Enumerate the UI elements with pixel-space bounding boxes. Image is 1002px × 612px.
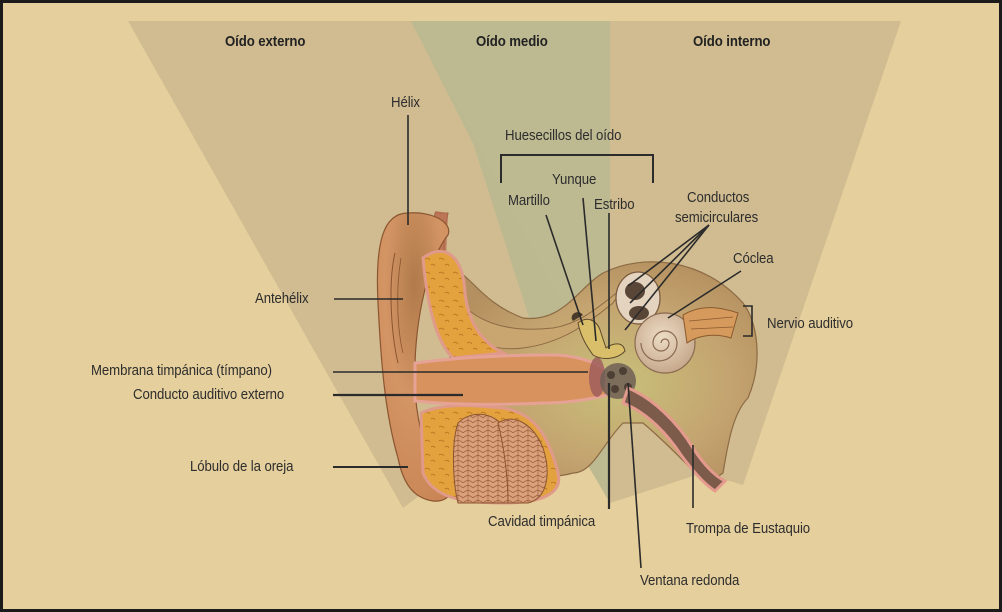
diagram-canvas: [128, 21, 901, 569]
section-header-inner-ear: Oído interno: [693, 33, 771, 50]
label-round-window: Ventana redonda: [640, 572, 740, 589]
ossicles: [577, 318, 626, 359]
ear-canal: [413, 353, 610, 406]
label-ossicles: Huesecillos del oído: [505, 127, 622, 144]
label-ear-canal: Conducto auditivo externo: [133, 386, 285, 403]
label-cochlea: Cóclea: [733, 250, 774, 267]
leader-lines: [333, 115, 753, 569]
label-earlobe: Lóbulo de la oreja: [190, 458, 294, 475]
cartilage-upper: [421, 249, 509, 360]
cochlea: [634, 312, 696, 374]
eustachian-tube-shape: [621, 386, 728, 493]
label-antihelix: Antehélix: [255, 290, 309, 307]
label-malleus: Martillo: [508, 192, 550, 209]
label-stapes: Estribo: [594, 196, 635, 213]
label-tympanic-membrane: Membrana timpánica (tímpano): [91, 362, 272, 379]
label-helix: Hélix: [391, 94, 420, 111]
label-semicircular-canals-line1: Conductos: [687, 189, 750, 206]
tympanic-membrane: [589, 357, 605, 397]
label-semicircular-canals-line2: semicirculares: [675, 209, 759, 226]
section-header-outer-ear: Oído externo: [225, 33, 306, 50]
label-tympanic-cavity: Cavidad timpánica: [488, 513, 596, 530]
label-eustachian-tube: Trompa de Eustaquio: [686, 520, 811, 537]
label-incus: Yunque: [552, 171, 597, 188]
label-auditory-nerve: Nervio auditivo: [767, 315, 853, 332]
section-header-middle-ear: Oído medio: [476, 33, 548, 50]
auditory-nerve-shape: [682, 307, 739, 344]
